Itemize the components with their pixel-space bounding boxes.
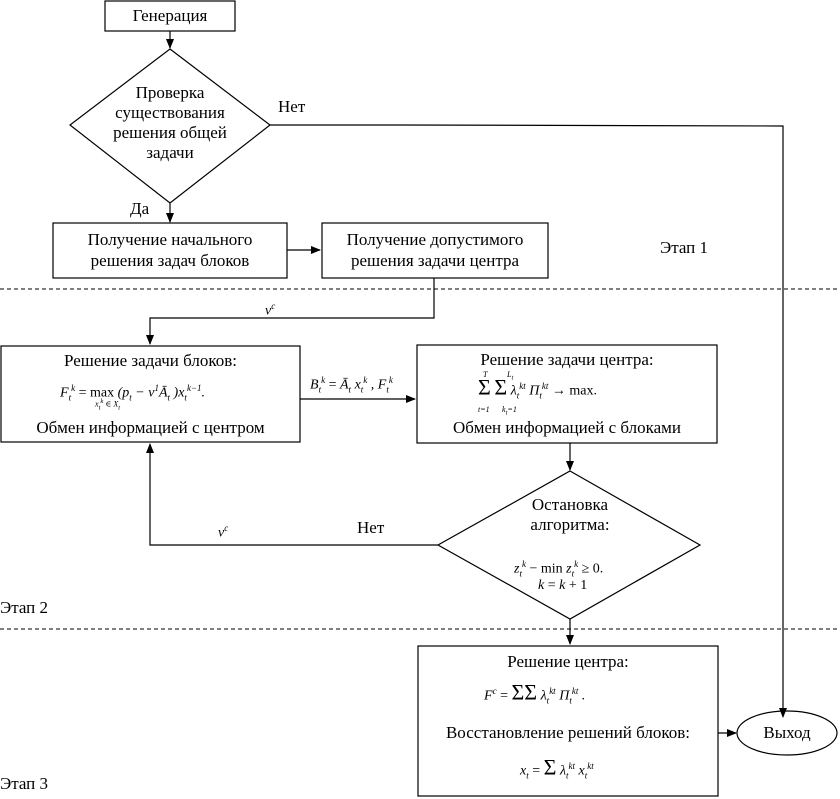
- arrow-stop-no-blocks: [146, 443, 438, 546]
- check-line-3: решения общей: [113, 123, 227, 142]
- check-line-2: существования: [115, 103, 225, 122]
- exit-ellipse: [736, 710, 838, 756]
- center-box: [416, 344, 718, 444]
- center-sum2-upper: Lt: [507, 370, 514, 382]
- feasible-line-2: решения задачи центра: [350, 251, 520, 270]
- final-subtitle: Восстановление решений блоков:: [445, 723, 691, 742]
- blocks-formula: Ftk = max (pt − v1Āt )xtk−1.: [60, 383, 206, 403]
- final-box: [417, 645, 719, 797]
- arrow-feasible-blocks: [146, 278, 435, 345]
- stage-3-label: Этап 3: [0, 774, 49, 793]
- stop-no-label: Нет: [357, 518, 385, 537]
- v-label-top: vc: [265, 301, 276, 319]
- blocks-title: Решение задачи блоков:: [64, 351, 237, 370]
- stop-formula: ztk − min ztk ≥ 0.: [514, 559, 604, 579]
- feasible-box: [321, 222, 549, 279]
- stage-1-label: Этап 1: [660, 238, 709, 257]
- arrow-check-no-exit: [270, 124, 787, 718]
- stop-diamond: [436, 470, 702, 620]
- blocks-box: [0, 345, 301, 443]
- check-line-4: задачи: [146, 143, 194, 162]
- check-line-1: Проверка: [135, 83, 205, 102]
- check-no-label: Нет: [278, 97, 306, 116]
- blocks-footer: Обмен информацией с центром: [36, 418, 265, 437]
- final-title: Решение центра:: [507, 652, 629, 671]
- center-formula: Σ Σ λtkt Πtkt → max.: [478, 374, 597, 401]
- center-sum1-lower: t=1: [478, 405, 490, 414]
- stop-increment: k = k + 1: [538, 578, 588, 593]
- center-sum2-lower: kt=1: [502, 405, 517, 417]
- check-yes-label: Да: [130, 199, 150, 218]
- center-footer: Обмен информацией с блоками: [452, 418, 682, 437]
- generation-label: Генерация: [132, 6, 208, 25]
- center-title: Решение задачи центра:: [480, 350, 654, 369]
- final-formula-1: Fc = ΣΣ λtkt Πtkt .: [484, 679, 586, 706]
- stop-line-1: Остановка: [531, 495, 609, 514]
- stage-2-label: Этап 2: [0, 598, 49, 617]
- blocks-formula-limit: xtk ∈ Xt: [95, 398, 121, 412]
- exit-label: Выход: [763, 723, 811, 742]
- final-formula-2: xt = Σ λtkt xtkt: [520, 754, 594, 781]
- initial-line-1: Получение начального: [87, 230, 253, 249]
- v-label-bottom: vc: [218, 523, 229, 541]
- initial-line-2: решения задач блоков: [90, 251, 250, 270]
- center-sum1-upper: T: [483, 370, 488, 379]
- feasible-line-1: Получение допустимого: [346, 230, 524, 249]
- edge-label-b: Btk = Āt xtk , Ftk: [310, 375, 393, 395]
- stop-line-2: алгоритма:: [530, 515, 610, 534]
